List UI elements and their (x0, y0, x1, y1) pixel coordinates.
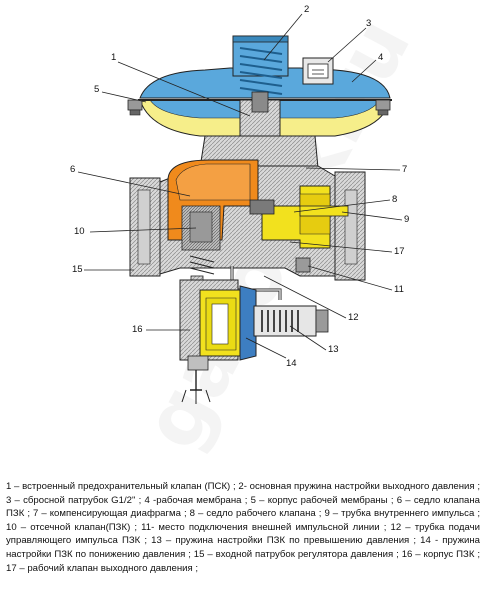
relief-nozzle (302, 57, 334, 85)
regulator-diagram: gazovik.ru (70, 3, 429, 464)
callout-17: 17 (394, 246, 405, 257)
callout-7: 7 (402, 164, 407, 175)
callout-14: 14 (286, 358, 297, 369)
callout-1: 1 (111, 52, 116, 63)
callout-9: 9 (404, 214, 409, 225)
callout-6: 6 (70, 164, 75, 175)
legend-text: 1 – встроенный предохранительный клапан … (6, 481, 480, 574)
leader-lines (77, 13, 403, 359)
valve-body (129, 159, 366, 281)
callout-15: 15 (72, 264, 83, 275)
callout-4: 4 (378, 52, 383, 63)
impulse-tubes (230, 205, 349, 300)
callout-2: 2 (304, 4, 309, 15)
callout-12: 12 (348, 312, 359, 323)
pzk-housing (179, 275, 329, 404)
callout-3: 3 (366, 18, 371, 29)
callout-labels: 1 2 3 4 5 6 7 8 9 10 11 12 13 14 15 16 1… (70, 4, 409, 369)
spring-cap (232, 35, 289, 95)
callout-8: 8 (392, 194, 397, 205)
callout-5: 5 (94, 84, 99, 95)
callout-16: 16 (132, 324, 143, 335)
callout-11: 11 (394, 284, 404, 295)
callout-10: 10 (74, 226, 85, 237)
legend-caption: 1 – встроенный предохранительный клапан … (6, 480, 480, 575)
callout-13: 13 (328, 344, 339, 355)
